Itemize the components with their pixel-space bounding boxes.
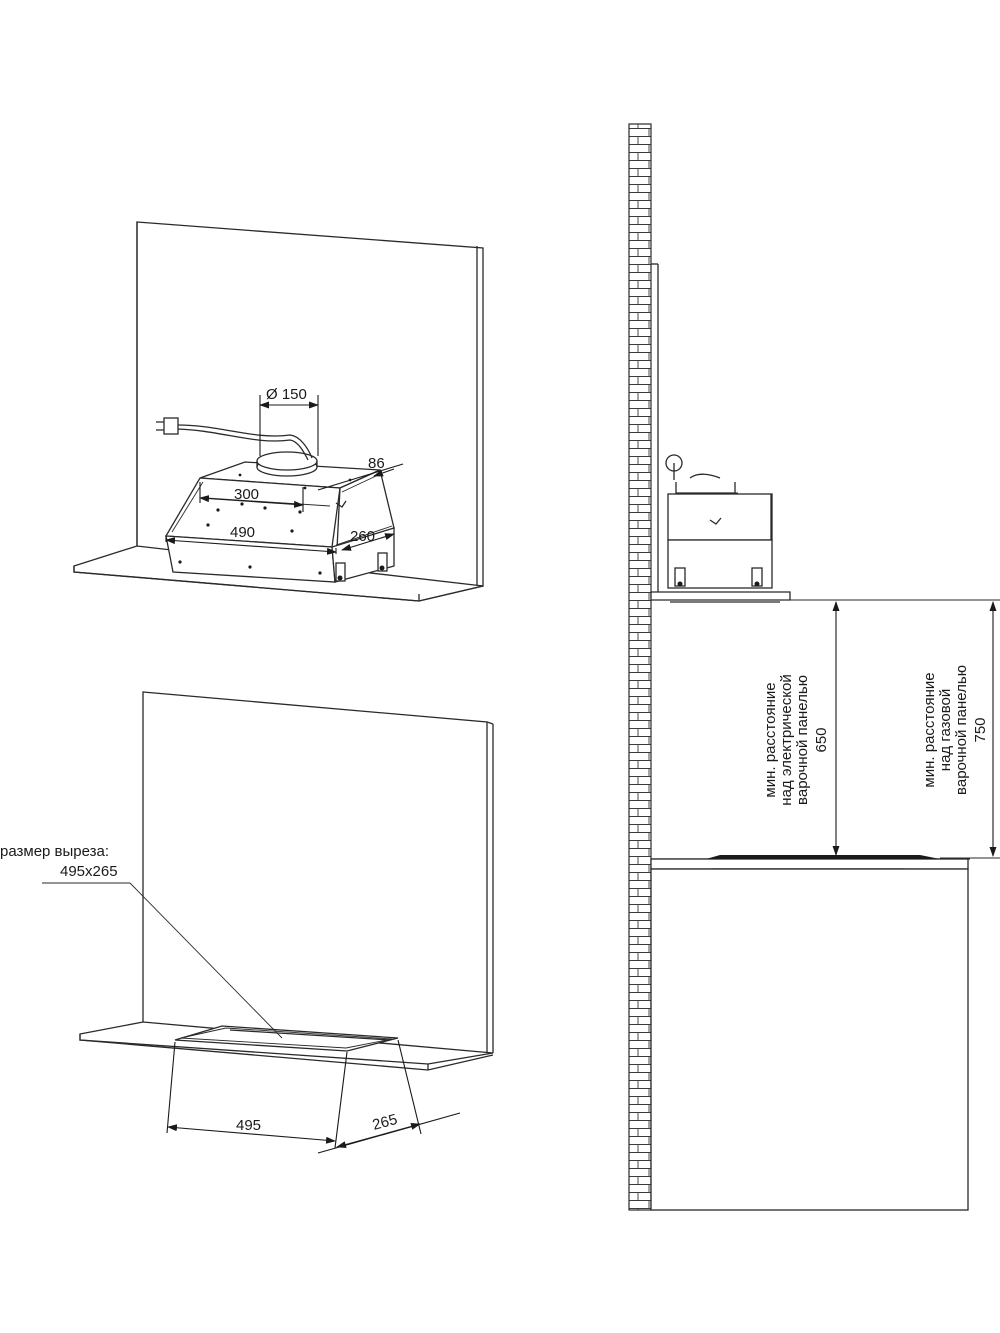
dim-cutout-width: 495 — [236, 1117, 261, 1134]
cutout-label-line2: 495x265 — [60, 863, 118, 880]
gas-line3: варочной панелью — [953, 665, 970, 795]
dim-top-depth: 86 — [368, 455, 385, 472]
gas-line1: мин. расстояние — [921, 672, 938, 787]
hood-side — [665, 454, 773, 589]
hood-perspective-view: Ø 150 86 300 490 260 — [73, 221, 484, 602]
cutout-opening — [174, 1025, 399, 1052]
dim-cutout-depth: 265 — [371, 1111, 400, 1134]
cutout-perspective-view: размер выреза: 495x265 495 265 — [0, 691, 494, 1154]
lower-cabinet — [650, 868, 969, 1211]
back-panel-2 — [142, 691, 488, 1054]
brick-wall — [628, 123, 652, 1211]
electric-line2: над электрической — [778, 674, 795, 805]
hood-unit — [156, 417, 395, 583]
side-section-view: мин. расстояние над электрической варочн… — [628, 123, 1000, 1211]
electric-line3: варочной панелью — [794, 675, 811, 805]
gas-line2: над газовой — [937, 689, 954, 771]
hob — [706, 855, 940, 859]
gas-value: 750 — [972, 717, 989, 742]
dim-duct-diameter: Ø 150 — [266, 386, 307, 403]
dim-top-width: 300 — [234, 486, 259, 503]
dim-side-depth: 260 — [350, 528, 375, 545]
electric-line1: мин. расстояние — [762, 682, 779, 797]
electric-value: 650 — [813, 727, 830, 752]
cutout-label-line1: размер выреза: — [0, 843, 109, 860]
dim-front-width: 490 — [230, 524, 255, 541]
